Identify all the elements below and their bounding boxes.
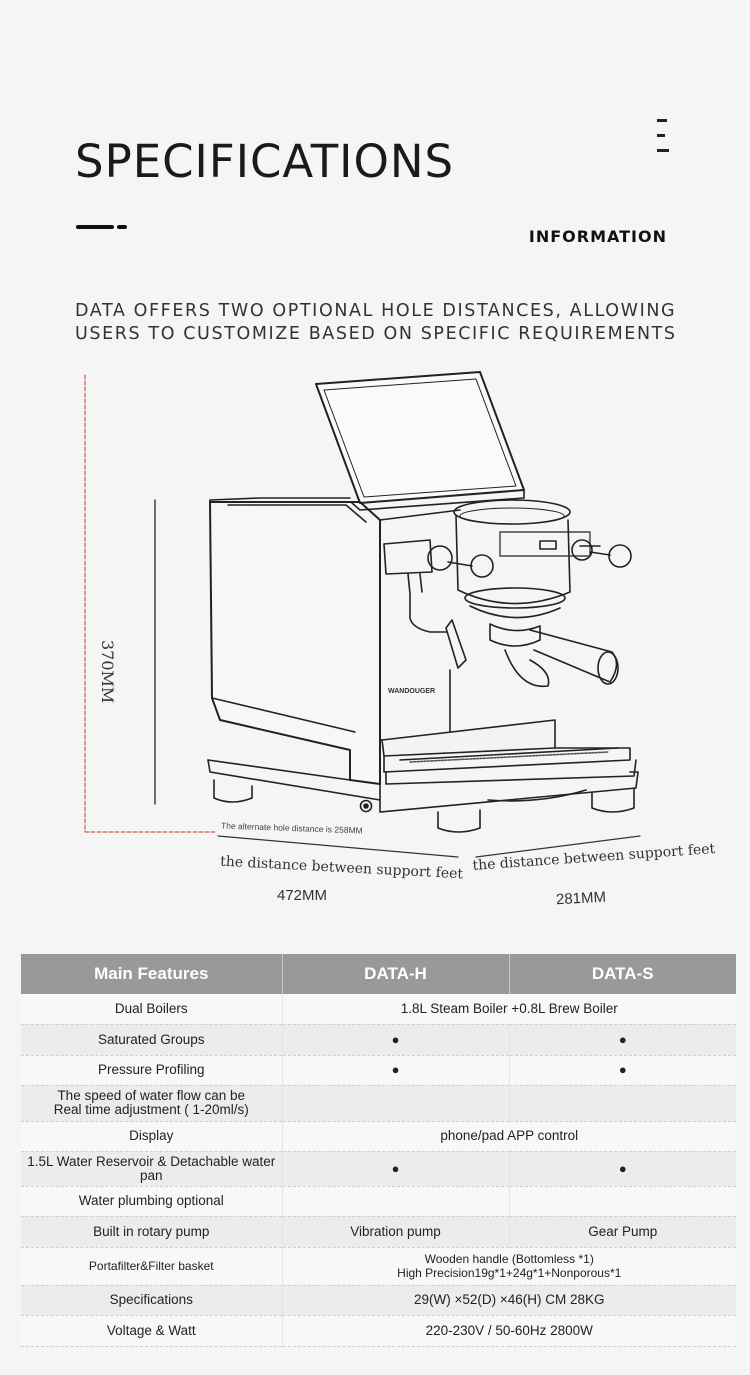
- value-cell: [282, 1085, 510, 1122]
- value-cell: ●: [282, 1151, 510, 1187]
- value-cell: [509, 1085, 736, 1122]
- table-row: Display phone/pad APP control: [21, 1121, 736, 1152]
- value-cell: Gear Pump: [509, 1216, 736, 1248]
- value-cell: [509, 1186, 736, 1217]
- feature-cell: Pressure Profiling: [21, 1055, 283, 1086]
- section-subheading: INFORMATION: [528, 227, 667, 246]
- machine-body: WANDOUGER: [209, 497, 461, 785]
- value-line: High Precision19g*1+24g*1+Nonporous*1: [397, 1266, 622, 1280]
- table-row: Pressure Profiling ● ●: [21, 1055, 736, 1086]
- portafilter: [489, 623, 619, 688]
- menu-icon: [657, 119, 669, 164]
- value-cell: Wooden handle (Bottomless *1) High Preci…: [282, 1247, 736, 1286]
- value-cell: ●: [282, 1024, 510, 1056]
- feature-cell: Voltage & Watt: [21, 1315, 283, 1347]
- feature-cell: Water plumbing optional: [21, 1186, 283, 1217]
- steam-knob-right: [571, 539, 632, 568]
- table-row: Specifications 29(W) ×52(D) ×46(H) CM 28…: [21, 1285, 736, 1316]
- steam-knob-left: [383, 539, 494, 578]
- value-cell: ●: [509, 1055, 736, 1086]
- feature-cell: Built in rotary pump: [21, 1216, 283, 1248]
- espresso-machine-illustration: WANDOUGER: [84, 371, 641, 858]
- width-dimension: 472MM: [277, 887, 328, 904]
- feature-cell: Saturated Groups: [21, 1024, 283, 1056]
- feature-cell: The speed of water flow can be Real time…: [21, 1085, 283, 1122]
- value-cell: [282, 1186, 510, 1217]
- table-row: Saturated Groups ● ●: [21, 1024, 736, 1056]
- steam-wand: [407, 573, 467, 747]
- feature-cell: 1.5L Water Reservoir & Detachable water …: [21, 1151, 283, 1187]
- value-line: Wooden handle (Bottomless *1): [424, 1252, 594, 1266]
- value-cell: ●: [509, 1024, 736, 1056]
- table-row: The speed of water flow can be Real time…: [21, 1085, 736, 1122]
- table-header-row: Main Features DATA-H DATA-S: [21, 954, 736, 994]
- spec-table: Main Features DATA-H DATA-S Dual Boilers…: [21, 954, 736, 1347]
- feature-cell: Dual Boilers: [21, 994, 283, 1025]
- column-header: Main Features: [21, 954, 283, 994]
- intro-text: DATA OFFERS TWO OPTIONAL HOLE DISTANCES,…: [75, 301, 677, 344]
- page-title: SPECIFICATIONS: [75, 135, 455, 188]
- table-row: Built in rotary pump Vibration pump Gear…: [21, 1216, 736, 1248]
- feature-cell: Portafilter&Filter basket: [21, 1247, 283, 1286]
- machine-base: [207, 759, 639, 833]
- value-cell: 29(W) ×52(D) ×46(H) CM 28KG: [282, 1285, 736, 1316]
- value-cell: Vibration pump: [282, 1216, 510, 1248]
- table-row: Voltage & Watt 220-230V / 50-60Hz 2800W: [21, 1315, 736, 1347]
- value-cell: 220-230V / 50-60Hz 2800W: [282, 1315, 736, 1347]
- svg-text:WANDOUGER: WANDOUGER: [388, 688, 435, 695]
- drip-tray: [381, 719, 637, 785]
- feature-cell: Display: [21, 1121, 283, 1152]
- feature-line: The speed of water flow can be: [57, 1088, 246, 1103]
- table-row: Portafilter&Filter basket Wooden handle …: [21, 1247, 736, 1286]
- height-dimension: 370MM: [98, 640, 117, 704]
- table-row: 1.5L Water Reservoir & Detachable water …: [21, 1151, 736, 1187]
- feature-line: Real time adjustment ( 1-20ml/s): [53, 1102, 249, 1117]
- table-row: Water plumbing optional: [21, 1186, 736, 1217]
- feature-line: 1.5L Water Reservoir & Detachable water: [27, 1153, 276, 1169]
- table-row: Dual Boilers 1.8L Steam Boiler +0.8L Bre…: [21, 994, 736, 1025]
- group-head: [453, 499, 591, 619]
- column-header: DATA-H: [282, 954, 510, 994]
- value-cell: ●: [282, 1055, 510, 1086]
- depth-dimension: 281MM: [555, 888, 607, 909]
- value-cell: ●: [509, 1151, 736, 1187]
- tablet-display: [315, 371, 525, 511]
- feature-line: pan: [139, 1167, 163, 1183]
- value-cell: phone/pad APP control: [282, 1121, 736, 1152]
- value-cell: 1.8L Steam Boiler +0.8L Brew Boiler: [282, 994, 736, 1025]
- feature-cell: Specifications: [21, 1285, 283, 1316]
- column-header: DATA-S: [509, 954, 736, 994]
- machine-diagram: WANDOUGER: [0, 360, 750, 930]
